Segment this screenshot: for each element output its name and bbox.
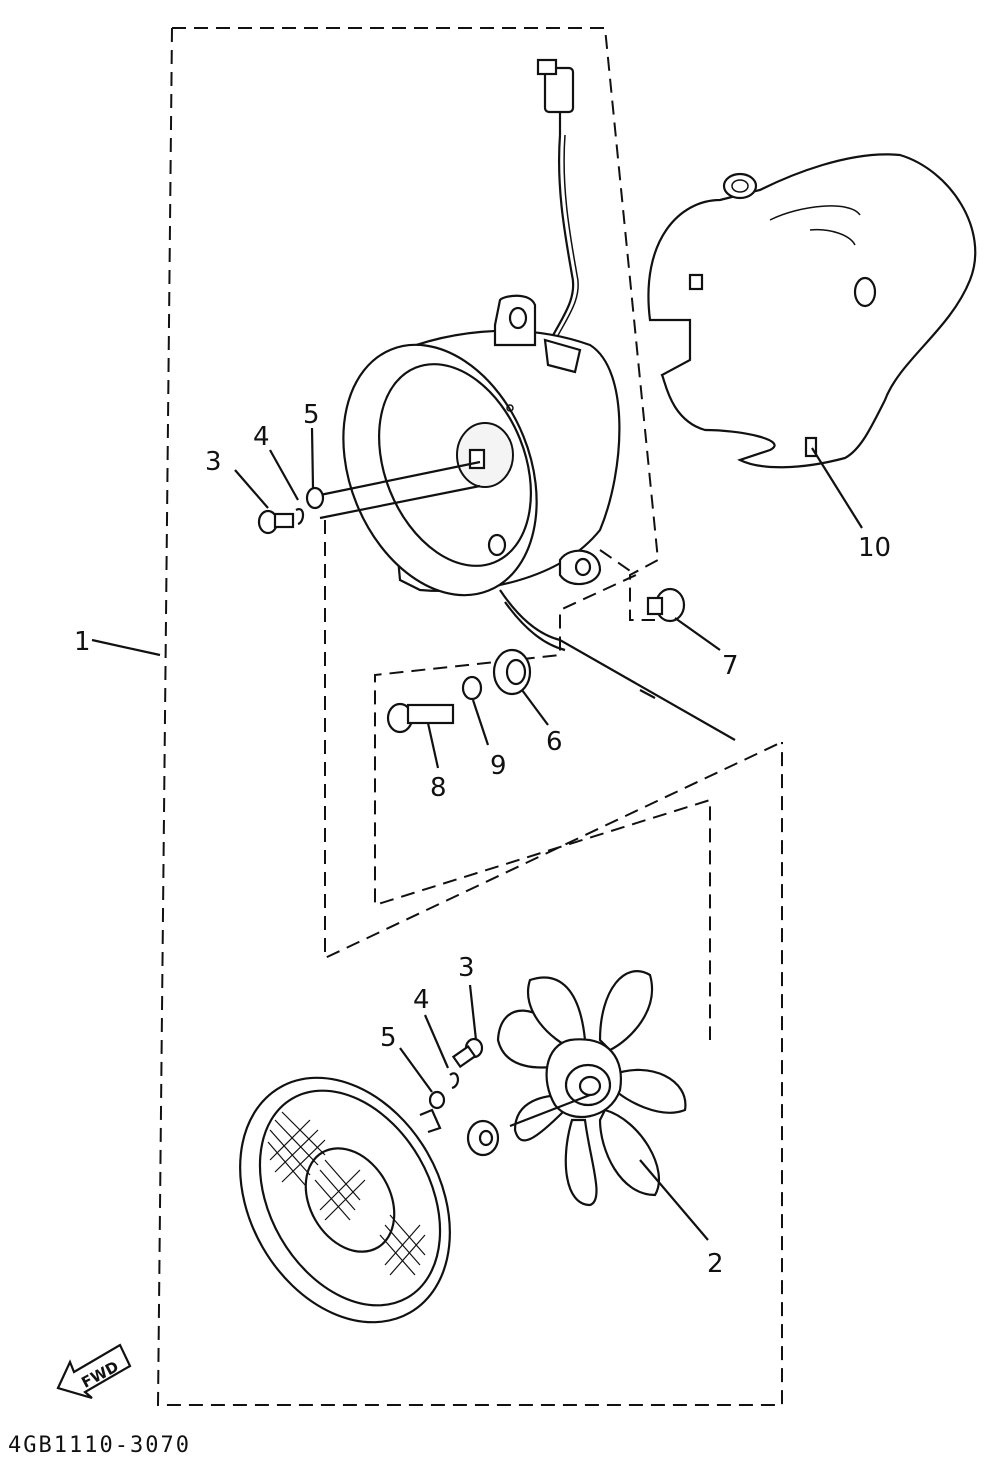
fan-shaft-line xyxy=(509,1093,591,1128)
part-code: 4GB1110-3070 xyxy=(8,1433,191,1458)
label-assembly: 1 xyxy=(74,627,91,657)
label-shroud: 10 xyxy=(858,533,891,563)
plain-washer-bottom xyxy=(428,1090,446,1110)
fan-nut xyxy=(466,1119,500,1157)
label-screw-top: 3 xyxy=(205,447,222,477)
fan-shroud xyxy=(647,153,977,469)
shaft-line-rod xyxy=(499,589,736,741)
bolt-group-boundary xyxy=(374,549,711,1040)
leader-lines xyxy=(91,427,863,1241)
bolt-right xyxy=(646,587,686,623)
fan-group-boundary xyxy=(324,520,783,960)
assembly-boundary xyxy=(156,27,783,1406)
label-washer-top: 4 xyxy=(253,422,270,452)
spring-washer-top xyxy=(295,508,305,526)
shaft-line-top xyxy=(319,460,481,497)
fan-motor xyxy=(342,294,621,597)
label-bolt-right: 7 xyxy=(722,651,739,681)
collar xyxy=(461,675,483,701)
wire-connector xyxy=(536,58,579,346)
label-screw-bottom: 3 xyxy=(458,953,475,983)
label-collar: 9 xyxy=(490,751,507,781)
screw-bottom xyxy=(451,1037,484,1069)
grommet xyxy=(492,648,532,696)
label-fan: 2 xyxy=(707,1249,724,1279)
plain-washer-top xyxy=(305,486,325,510)
label-grommet: 6 xyxy=(546,727,563,757)
label-washer-bottom: 4 xyxy=(413,985,430,1015)
fan-guard xyxy=(239,1076,451,1324)
label-bolt: 8 xyxy=(430,773,447,803)
label-plain-washer-bottom: 5 xyxy=(380,1023,397,1053)
spring-washer-bottom xyxy=(449,1072,459,1090)
forward-arrow-icon: FWD xyxy=(56,1343,132,1400)
label-plain-washer-top: 5 xyxy=(303,400,320,430)
bolt xyxy=(386,702,455,734)
screw-top xyxy=(257,509,295,535)
fan-blades xyxy=(496,970,687,1207)
